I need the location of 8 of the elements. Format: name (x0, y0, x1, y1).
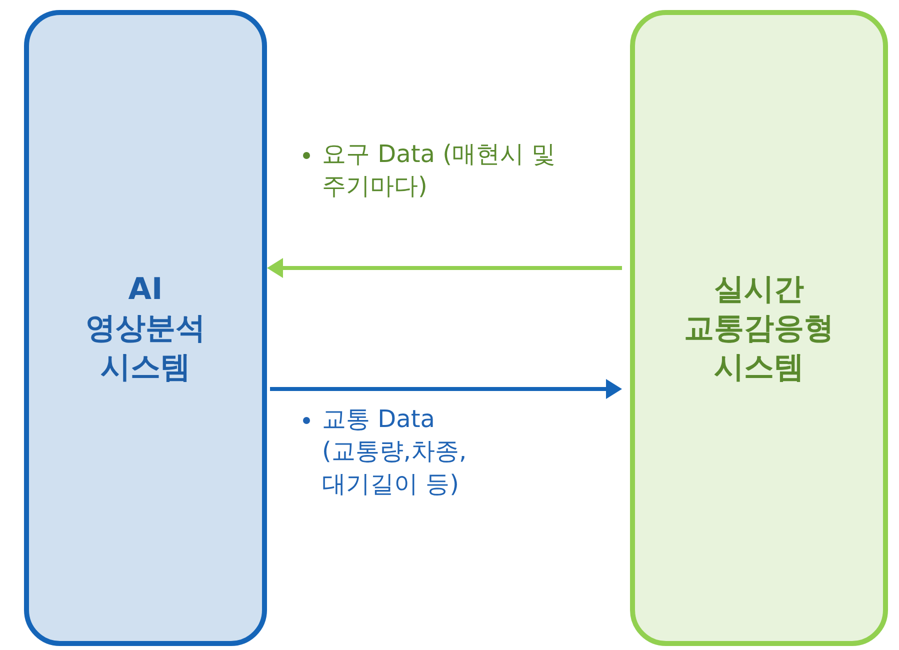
arrow (267, 258, 622, 278)
box-title: AI 영상분석 시스템 (84, 270, 206, 386)
system-box (630, 10, 888, 646)
edge-label: 교통 Data (교통량,차종, 대기길이 등) (322, 404, 468, 500)
arrow (270, 379, 622, 399)
edge-label: 요구 Data (매현시 및 주기마다) (322, 139, 557, 202)
box-title: 실시간 교통감응형 시스템 (684, 270, 834, 386)
system-box (24, 10, 267, 646)
